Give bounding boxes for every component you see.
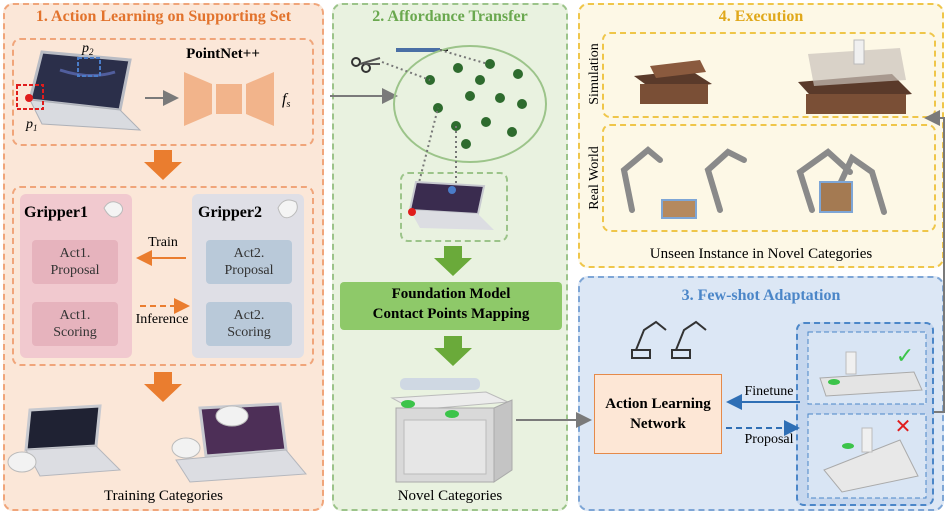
panel1-title: 1. Action Learning on Supporting Set [35, 8, 292, 25]
gripper2-title: Gripper2 [198, 204, 262, 221]
panel2-title: 2. Affordance Transfer [372, 8, 528, 25]
feedback-arrow [924, 110, 945, 413]
fs-label: fs [282, 91, 290, 110]
down-arrow-1 [144, 150, 182, 180]
simulation-box [602, 32, 936, 118]
down-arrow-2 [144, 372, 182, 402]
real-world-boxes [661, 181, 853, 219]
act1-proposal: Act1. Proposal [32, 240, 118, 284]
act2-scoring: Act2. Scoring [206, 302, 292, 346]
unseen-instance-caption: Unseen Instance in Novel Categories [649, 246, 873, 262]
pointnet-label: PointNet++ [186, 46, 260, 62]
p1-point [25, 94, 33, 102]
proposal-label: Proposal [744, 432, 794, 447]
robot-arm-icon [631, 320, 707, 359]
gripper1-title: Gripper1 [24, 204, 88, 221]
green-down-arrow-1 [434, 246, 472, 276]
p2-label: p2 [81, 41, 94, 57]
training-categories-caption: Training Categories [103, 488, 224, 504]
panel-execution [578, 3, 944, 268]
foundation-model-box [340, 282, 562, 330]
supporting-set-box [12, 38, 314, 146]
p1-marker [16, 84, 44, 110]
box-icon [634, 39, 912, 114]
pointnet-shape [184, 72, 274, 126]
gripper-icon [103, 199, 298, 219]
real-robot-arms [620, 146, 887, 215]
toolbox-icon [390, 378, 513, 483]
act2-proposal: Act2. Proposal [206, 240, 292, 284]
scissors-icon [351, 57, 381, 73]
panel4-title: 4. Execution [718, 8, 804, 25]
foundation-line1: Foundation Model [391, 286, 511, 302]
p2-marker [77, 57, 101, 77]
point-cloud [425, 59, 527, 149]
network-line1: Action Learning [605, 396, 711, 412]
finetune-label: Finetune [744, 384, 794, 399]
act1-scoring: Act1. Scoring [32, 302, 118, 346]
real-world-box [602, 124, 936, 232]
action-learning-network-box [594, 374, 722, 454]
green-down-arrow-2 [434, 336, 472, 366]
check-mark: ✓ [895, 344, 915, 369]
training-laptops [7, 402, 308, 483]
gripper-training-box [12, 186, 314, 366]
failure-box-graphic [823, 427, 919, 493]
inference-label: Inference [135, 312, 189, 327]
cross-mark: ✕ [894, 414, 912, 438]
network-line2: Network [630, 416, 686, 432]
contact-laptop [408, 180, 494, 230]
foundation-line2: Contact Points Mapping [372, 306, 530, 322]
train-label: Train [148, 235, 178, 250]
novel-categories-caption: Novel Categories [397, 488, 503, 504]
p1-label: p1 [25, 117, 38, 133]
success-box-graphic [819, 351, 923, 397]
laptop-icon [28, 50, 142, 131]
panel3-title: 3. Few-shot Adaptation [681, 287, 841, 304]
contact-point-box [400, 172, 508, 242]
point-cloud-ellipse [393, 45, 547, 163]
